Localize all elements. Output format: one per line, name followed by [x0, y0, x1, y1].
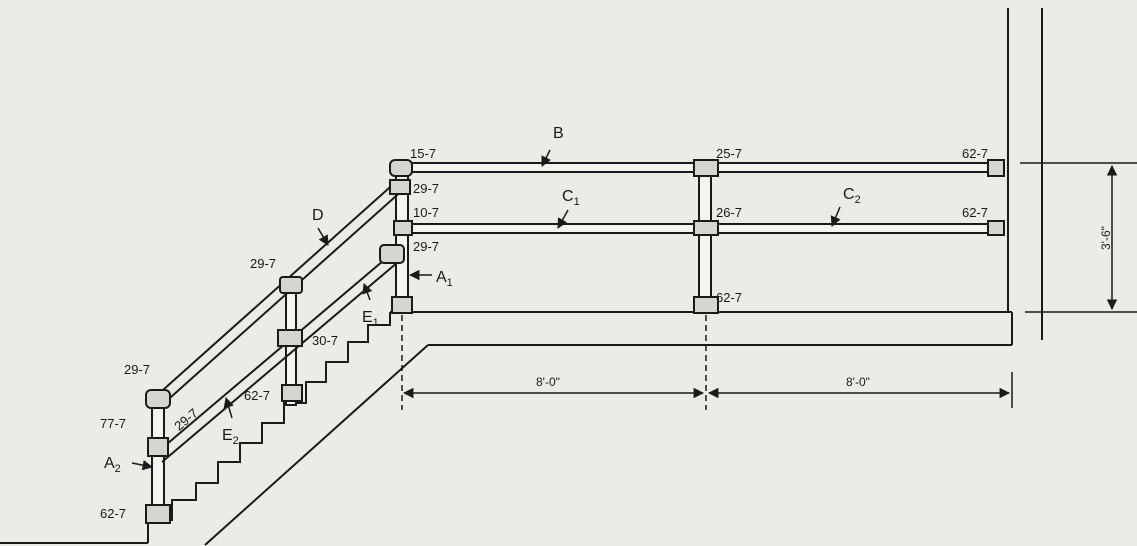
fitting-15-7 — [389, 159, 413, 177]
label-62-7-post: 62-7 — [716, 290, 742, 305]
label-member-A1: A1 — [436, 269, 453, 289]
label-29-7-b: 29-7 — [413, 239, 439, 254]
label-62-7-top: 62-7 — [962, 146, 988, 161]
label-29-7-a: 29-7 — [413, 181, 439, 196]
post-A2 — [151, 394, 165, 524]
wall — [1007, 8, 1043, 340]
label-62-7-base: 62-7 — [100, 506, 126, 521]
rail-E-lower — [161, 261, 399, 463]
label-member-E1: E1 — [362, 309, 379, 329]
fitting-post-base-A1 — [391, 296, 413, 314]
label-29-7-d: 29-7 — [250, 256, 276, 271]
rail-E-upper — [153, 254, 391, 456]
label-15-7: 15-7 — [410, 146, 436, 161]
fitting-10-7 — [393, 220, 413, 236]
label-member-E2: E2 — [222, 427, 239, 447]
fitting-29-7-left — [145, 389, 171, 409]
label-member-C1: C1 — [562, 188, 580, 208]
sloped-rails — [153, 179, 406, 463]
fitting-77-7 — [147, 437, 169, 457]
fitting-30-7 — [277, 329, 303, 347]
label-25-7: 25-7 — [716, 146, 742, 161]
label-26-7: 26-7 — [716, 205, 742, 220]
fitting-29-7-d — [279, 276, 303, 294]
label-77-7: 77-7 — [100, 416, 126, 431]
vertical-dimension — [1020, 162, 1137, 313]
label-member-A2: A2 — [104, 455, 121, 475]
center-lines — [401, 315, 707, 410]
fitting-62-7-top — [987, 159, 1005, 177]
fitting-62-7-post — [693, 296, 719, 314]
fitting-62-7-base — [145, 504, 171, 524]
label-10-7: 10-7 — [413, 205, 439, 220]
label-30-7: 30-7 — [312, 333, 338, 348]
rail-D-lower — [161, 187, 406, 406]
rail-D-upper — [153, 179, 399, 399]
dim-height: 3'-6" — [1099, 226, 1113, 250]
fittings — [145, 159, 1005, 524]
label-member-D: D — [312, 207, 324, 224]
dim-span-2: 8'-0" — [846, 375, 870, 389]
stair-steps — [147, 312, 391, 543]
label-62-7-mid: 62-7 — [962, 205, 988, 220]
fitting-26-7 — [693, 220, 719, 236]
label-62-7-lower: 62-7 — [244, 388, 270, 403]
fitting-25-7 — [693, 159, 719, 177]
label-member-B: B — [553, 125, 564, 142]
fitting-29-7-b — [379, 244, 405, 264]
fitting-29-7-a — [389, 179, 411, 195]
horizontal-dimensions — [402, 372, 1013, 408]
dim-span-1: 8'-0" — [536, 375, 560, 389]
label-29-7-diag: 29-7 — [171, 405, 201, 433]
fitting-62-7-mid — [987, 220, 1005, 236]
label-29-7-left: 29-7 — [124, 362, 150, 377]
post-center — [698, 167, 712, 313]
label-member-C2: C2 — [843, 186, 861, 206]
fitting-62-7-lower — [281, 384, 303, 402]
leader-arrows — [131, 149, 841, 471]
